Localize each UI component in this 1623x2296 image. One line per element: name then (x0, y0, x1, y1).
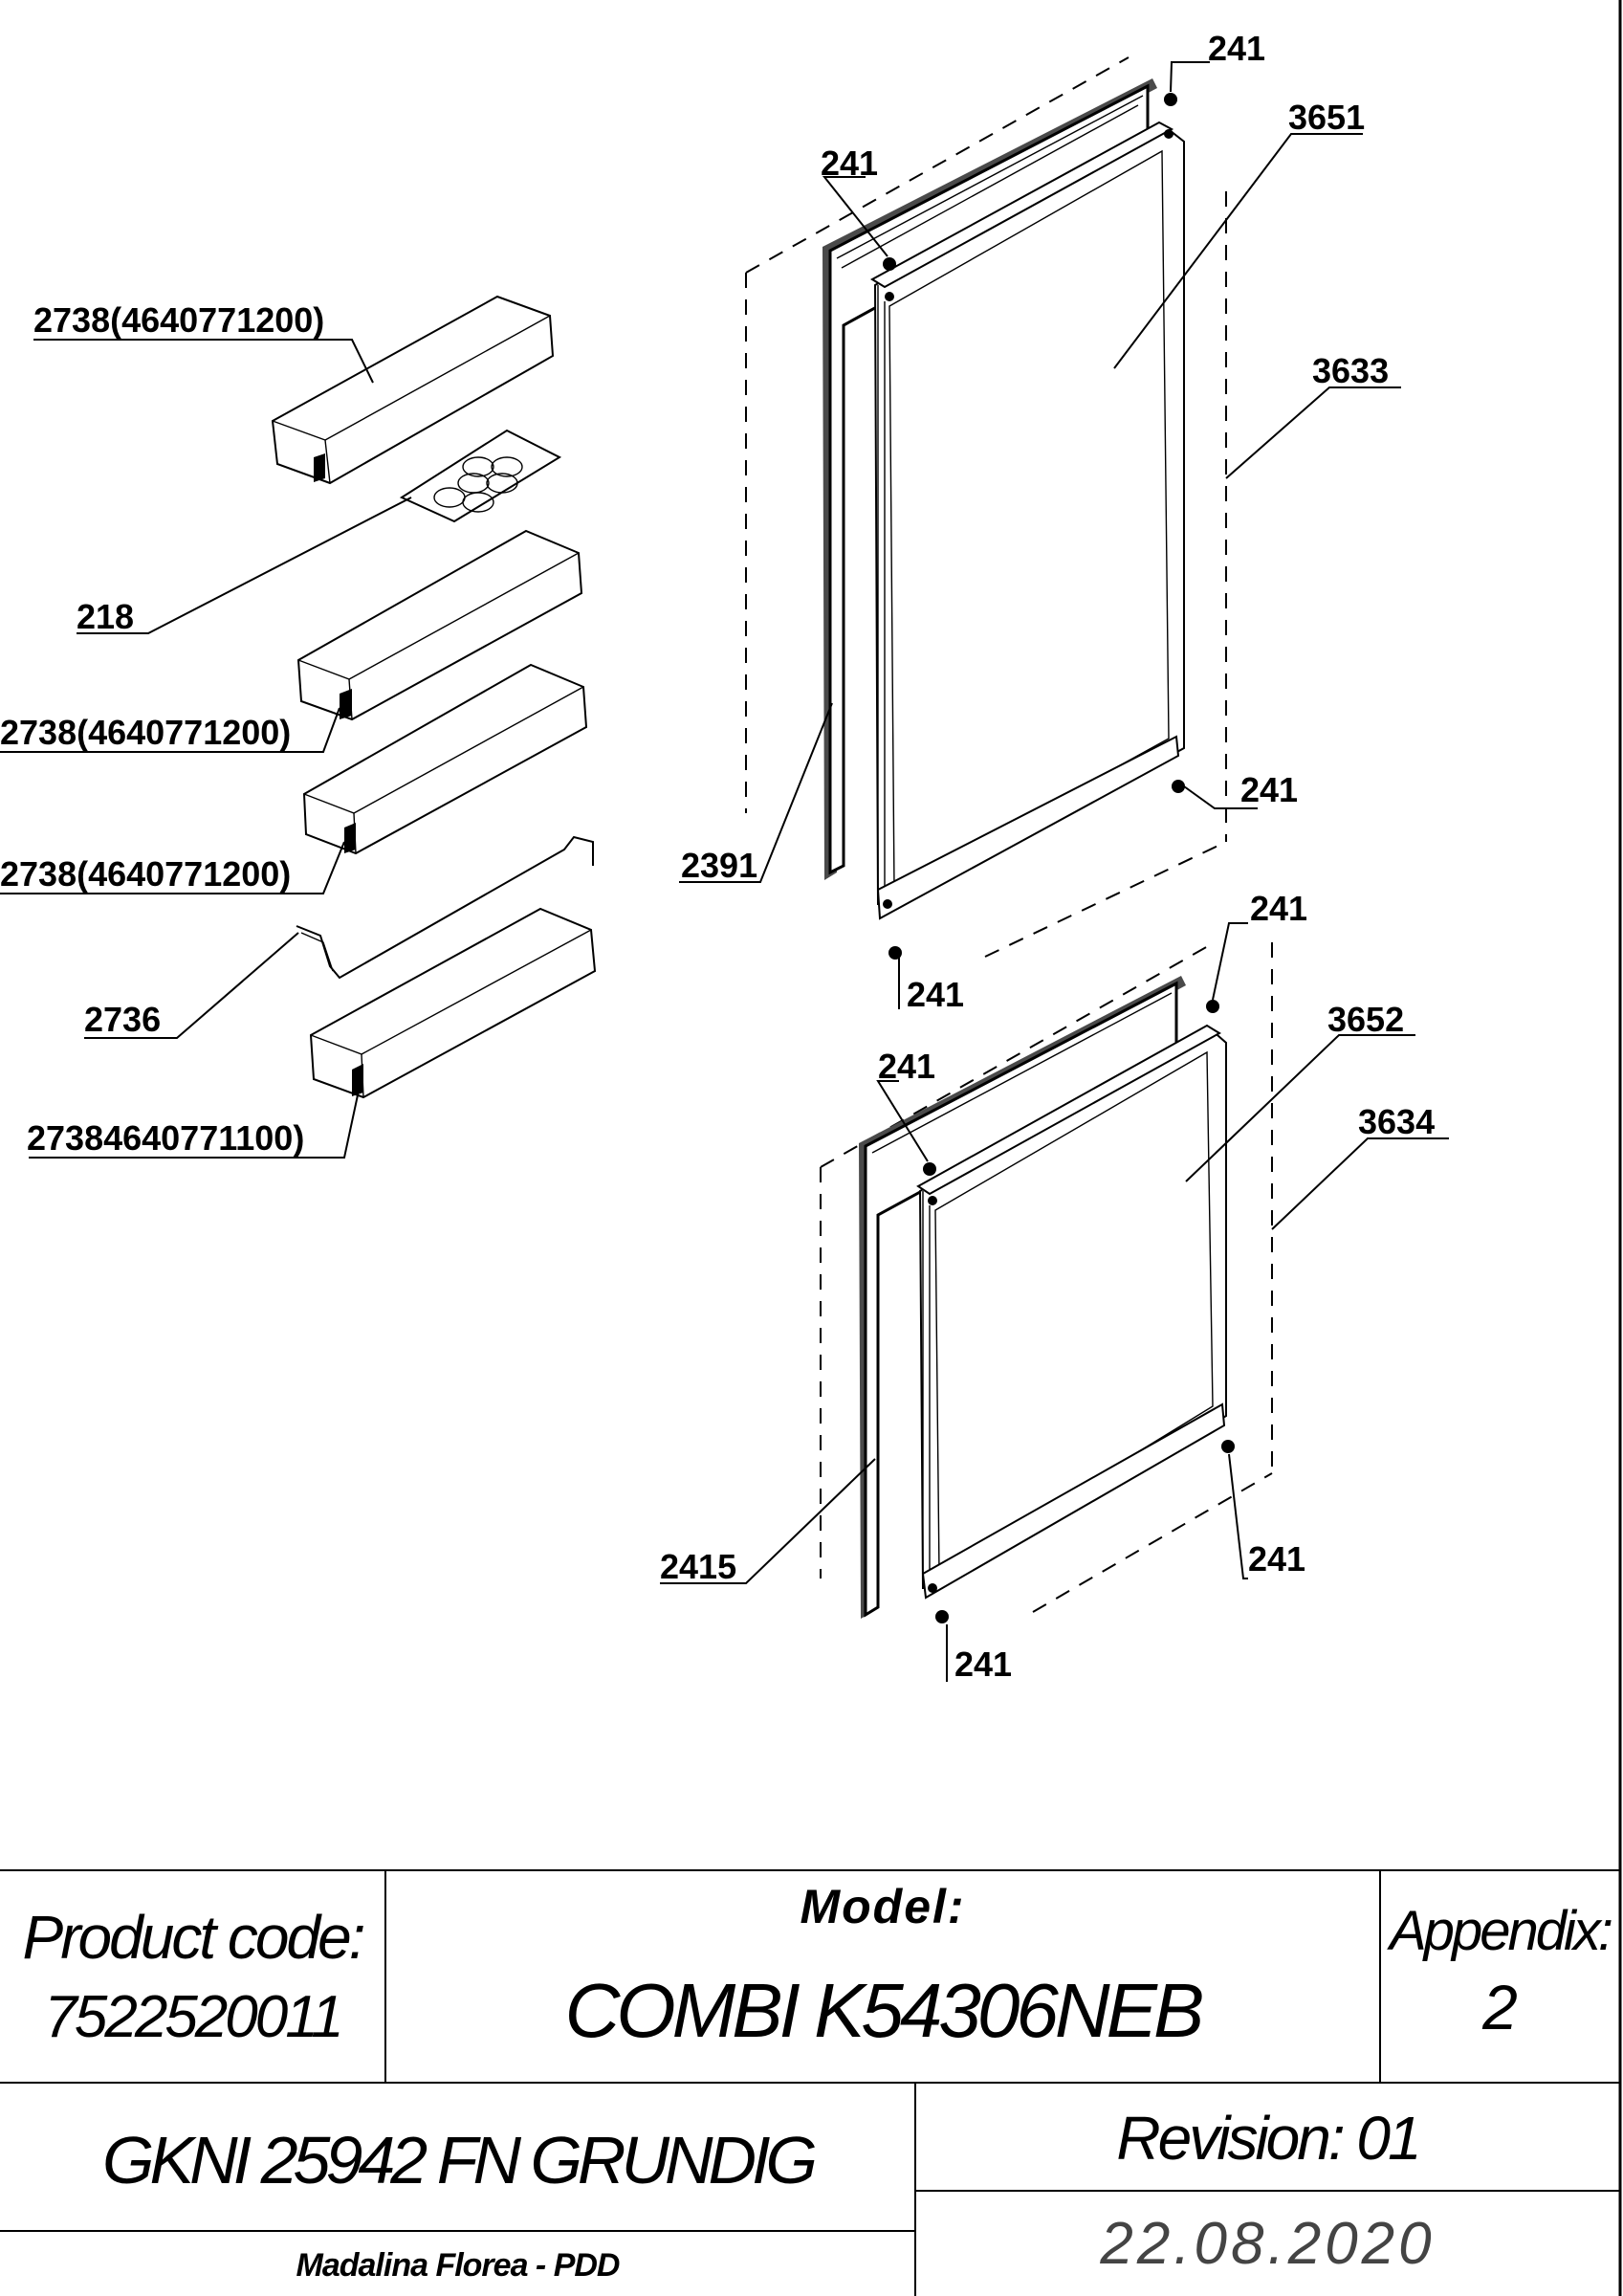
hinge-cap-upper-bl (888, 946, 902, 960)
hinge-cap-lower-top (1206, 1000, 1219, 1013)
callout-3651: 3651 (1288, 98, 1365, 137)
callout-3634: 3634 (1358, 1102, 1435, 1141)
hinge-cap-upper-top (1164, 93, 1177, 106)
hinge-cap-lower-left (923, 1162, 936, 1176)
product-code-label: Product code: (22, 1903, 366, 1972)
appendix-label: Appendix: (1390, 1899, 1613, 1962)
door-panel-lower (916, 1024, 1227, 1600)
callout-shelf-2: 2738(4640771200) (0, 713, 291, 752)
hinge-cap-upper-left (883, 257, 896, 271)
callout-241-lower-br: 241 (1248, 1539, 1305, 1578)
callout-2391: 2391 (681, 846, 757, 885)
callout-2415: 2415 (660, 1547, 736, 1586)
callout-3652: 3652 (1327, 1000, 1404, 1039)
callout-shelf-1: 2738(4640771200) (33, 300, 324, 340)
author: Madalina Florea - PDD (296, 2246, 621, 2284)
shelf-4 (309, 907, 597, 1099)
callout-218: 218 (77, 597, 134, 636)
model-value: COMBI K54306NEB (564, 1968, 1205, 2053)
callout-241-upper-top: 241 (1208, 29, 1265, 68)
revision-date: 22.08.2020 (1100, 2210, 1436, 2277)
door-panel-upper (870, 121, 1185, 920)
lower-door-assembly (820, 941, 1273, 1623)
callout-241-upper-br: 241 (1240, 770, 1298, 809)
bottle-retainer (296, 835, 594, 980)
callout-shelf-4: 27384640771100) (27, 1118, 304, 1158)
callout-241-lower-left: 241 (878, 1047, 935, 1086)
callout-241-upper-left: 241 (821, 144, 878, 183)
title-block-grid (0, 1869, 1620, 2296)
callout-241-upper-bl: 241 (907, 975, 964, 1014)
callout-241-lower-bl: 241 (954, 1645, 1012, 1684)
hinge-cap-upper-br (1172, 780, 1185, 793)
revision: Revision: 01 (1116, 2104, 1421, 2173)
egg-tray (399, 429, 562, 523)
callout-241-lower-top: 241 (1250, 889, 1307, 928)
callout-shelf-3: 2738(4640771200) (0, 854, 291, 894)
callout-2736: 2736 (84, 1000, 161, 1039)
product-code-value: 7522520011 (44, 1983, 343, 2050)
upper-door-assembly (745, 56, 1227, 960)
hinge-cap-lower-br (1221, 1440, 1235, 1453)
leader-lines (0, 61, 1449, 1682)
callout-3633: 3633 (1312, 351, 1389, 390)
shelf-3 (302, 663, 588, 855)
model-label: Model: (800, 1880, 966, 1933)
shelf-2 (296, 529, 583, 721)
shelf-1 (271, 295, 555, 485)
hinge-cap-lower-bl (935, 1610, 949, 1623)
product-name: GKNI 25942 FN GRUNDIG (102, 2123, 818, 2197)
callout-labels: 241 241 3651 3633 241 2391 241 241 241 3… (0, 29, 1435, 1684)
appendix-value: 2 (1482, 1972, 1518, 2042)
gasket-lower (859, 976, 1186, 1619)
